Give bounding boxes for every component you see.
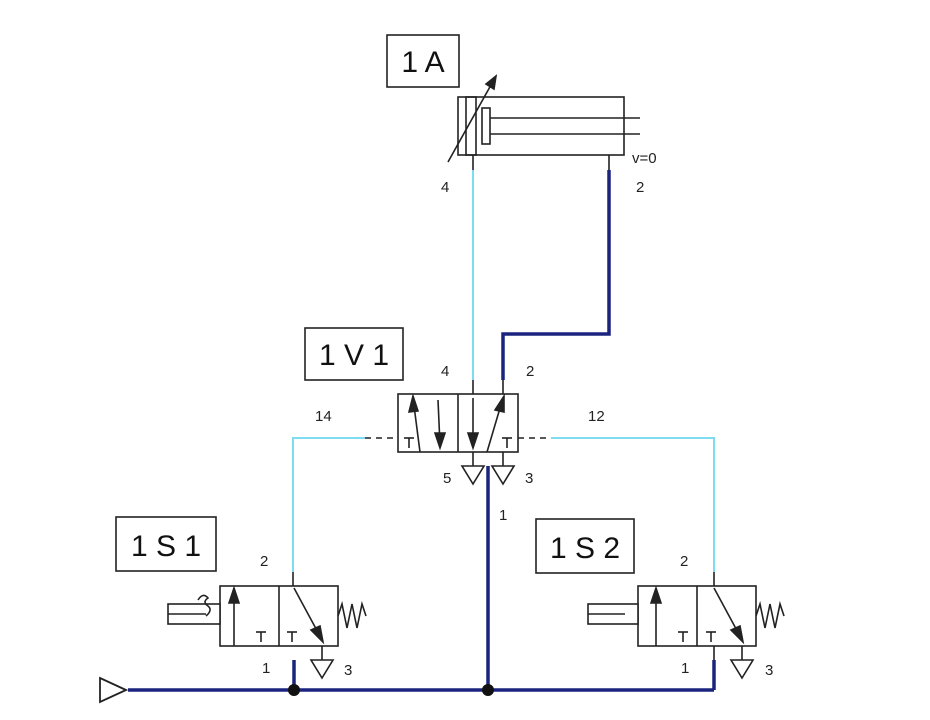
s1-exhaust-icon (309, 659, 335, 680)
tag-1s1: 1 S 1 (131, 530, 201, 563)
valve-1s2 (587, 572, 785, 680)
tag-box-1s2 (535, 518, 635, 574)
cylinder-1a (447, 74, 640, 170)
valve-1v1 (397, 380, 519, 486)
s2-port-3-label: 3 (765, 662, 773, 679)
tag-1s2: 1 S 2 (550, 532, 620, 565)
s2-port-2-label: 2 (680, 553, 688, 570)
cylinder-port2-line (501, 170, 611, 380)
s1-port-3-label: 3 (344, 662, 352, 679)
pressure-lines (128, 170, 716, 692)
s2-arrow-up-icon (649, 585, 663, 604)
s1-port-1-label: 1 (262, 660, 270, 677)
tag-box-1a (386, 34, 460, 88)
tag-box-1s1 (115, 516, 217, 572)
v-port-2-label: 2 (526, 363, 534, 380)
s1-arrow-diag-icon (309, 624, 325, 645)
s2-spring-icon (755, 600, 785, 629)
s1-arrow-up-icon (227, 585, 241, 604)
s2-port-1-label: 1 (681, 660, 689, 677)
cushion-block (465, 96, 477, 156)
cyl-port-2-label: 2 (636, 179, 644, 196)
port-labels: 4 2 v=0 4 2 14 12 5 3 1 2 1 3 2 1 3 (260, 150, 773, 679)
v-port-1-label: 1 (499, 507, 507, 524)
pilot-12-line (551, 437, 715, 572)
left-arrow-up-icon (407, 393, 420, 413)
s1-port-2-label: 2 (260, 553, 268, 570)
tag-box-1v1 (304, 327, 404, 381)
adjustable-arrow-head-icon (484, 74, 498, 91)
s1-trip-icon (197, 594, 211, 617)
junction-dot-s1 (288, 684, 300, 696)
right-arrow-down-icon (466, 432, 480, 451)
junction-dot-valve (482, 684, 494, 696)
signal-lines (292, 170, 715, 572)
left-arrow-down-icon (433, 432, 447, 451)
cyl-velocity-label: v=0 (632, 150, 657, 167)
s2-exhaust-icon (729, 659, 755, 680)
tag-1v1: 1 V 1 (319, 339, 389, 372)
piston (481, 107, 491, 145)
right-arrow-up-icon (493, 393, 505, 413)
v-port-12-label: 12 (588, 408, 605, 425)
exhaust-3-icon (490, 465, 516, 486)
v-port-5-label: 5 (443, 470, 451, 487)
s2-arrow-diag-icon (729, 624, 745, 645)
v-port-3-label: 3 (525, 470, 533, 487)
exhaust-5-icon (460, 465, 486, 486)
pilot-14-line (292, 437, 365, 572)
cylinder-barrel (457, 96, 625, 156)
pressure-source-icon (99, 676, 129, 704)
tag-1a: 1 A (401, 46, 444, 79)
valve-1s1 (167, 572, 367, 680)
adjustable-cushion-arrow (447, 75, 497, 163)
v-port-4-label: 4 (441, 363, 449, 380)
tag-boxes: 1 A 1 V 1 1 S 1 1 S 2 (115, 34, 635, 574)
s1-spring-icon (337, 600, 367, 629)
cyl-port-4-label: 4 (441, 179, 449, 196)
v-port-14-label: 14 (315, 408, 332, 425)
